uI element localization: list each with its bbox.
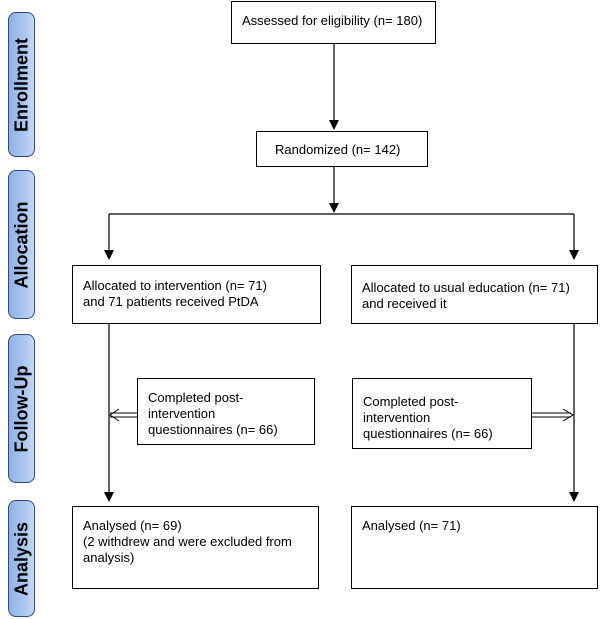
text-assessed-eligibility: Assessed for eligibility (n= 180) <box>242 13 423 28</box>
box-completed-intervention: Completed post- intervention questionnai… <box>137 378 315 445</box>
text-analysed-intervention: Analysed (n= 69) (2 withdrew and were ex… <box>83 518 292 565</box>
stage-tab-allocation: Allocation <box>8 170 35 319</box>
stage-tab-follow-up: Follow-Up <box>8 334 35 483</box>
text-completed-intervention: Completed post- intervention questionnai… <box>148 390 278 437</box>
text-completed-usual: Completed post- intervention questionnai… <box>363 394 493 441</box>
double-arrow-completed-intervention-head <box>109 408 120 422</box>
stage-tab-enrollment: Enrollment <box>8 12 35 157</box>
box-completed-usual: Completed post- intervention questionnai… <box>352 378 532 449</box>
text-allocated-usual: Allocated to usual education (n= 71) and… <box>362 280 570 311</box>
box-allocated-usual: Allocated to usual education (n= 71) and… <box>351 265 598 324</box>
box-analysed-intervention: Analysed (n= 69) (2 withdrew and were ex… <box>72 506 319 589</box>
text-randomized: Randomized (n= 142) <box>275 142 401 157</box>
stage-tab-analysis: Analysis <box>8 500 35 617</box>
double-arrow-completed-usual-head <box>562 408 574 422</box>
text-analysed-usual: Analysed (n= 71) <box>362 518 461 533</box>
box-analysed-usual: Analysed (n= 71) <box>351 506 598 589</box>
box-randomized: Randomized (n= 142) <box>256 131 428 167</box>
text-allocated-intervention: Allocated to intervention (n= 71) and 71… <box>83 278 267 309</box>
box-assessed-eligibility: Assessed for eligibility (n= 180) <box>231 1 436 44</box>
box-allocated-intervention: Allocated to intervention (n= 71) and 71… <box>72 265 321 324</box>
